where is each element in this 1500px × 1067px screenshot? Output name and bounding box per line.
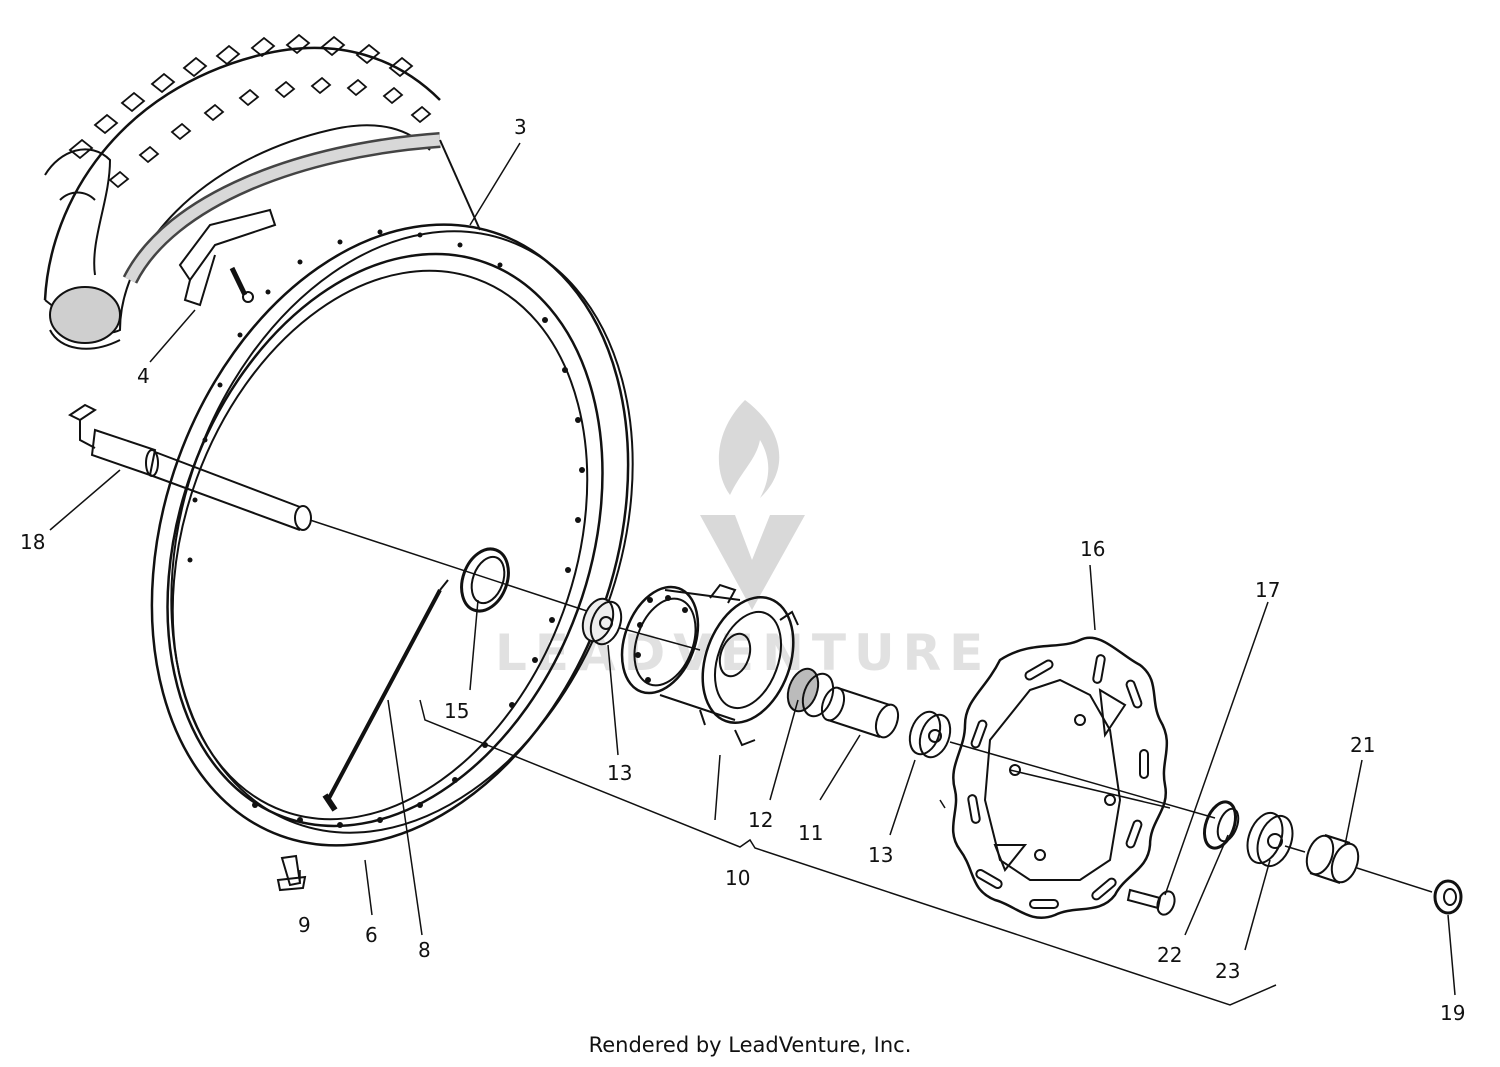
callout-15: 15 — [444, 699, 469, 723]
rim-part-6 — [150, 223, 634, 847]
bearing-part-13a — [581, 597, 623, 646]
callout-19: 19 — [1440, 1001, 1465, 1025]
callout-17: 17 — [1255, 578, 1280, 602]
callout-labels: 3 4 18 15 13 16 17 12 11 13 10 21 9 6 8 … — [20, 115, 1465, 1025]
callout-13a: 13 — [607, 761, 632, 785]
brake-disc-part-16 — [951, 636, 1169, 919]
axle-nut-part-19 — [1433, 879, 1463, 915]
leader-lines — [49, 142, 1456, 1006]
callout-6: 6 — [365, 923, 378, 947]
spoke-part-8 — [322, 579, 449, 812]
callout-4: 4 — [137, 364, 150, 388]
callout-12: 12 — [748, 808, 773, 832]
callout-9: 9 — [298, 913, 311, 937]
callout-8: 8 — [418, 938, 431, 962]
tire-part-3 — [43, 33, 441, 350]
callout-16: 16 — [1080, 537, 1105, 561]
rim-lock-part-4 — [178, 208, 277, 307]
callout-18: 18 — [20, 530, 45, 554]
bearing-part-23 — [1246, 811, 1294, 868]
callout-22: 22 — [1157, 943, 1182, 967]
rim-band — [122, 132, 481, 284]
callout-13b: 13 — [868, 843, 893, 867]
nipple-part-9 — [276, 854, 307, 892]
axle-part-18 — [68, 403, 591, 613]
collar-part-21 — [1305, 834, 1360, 884]
callout-21: 21 — [1350, 733, 1375, 757]
seal-part-15 — [460, 547, 510, 613]
callout-23: 23 — [1215, 959, 1240, 983]
leadventure-watermark: LEADVENTURE — [495, 400, 983, 682]
footer-credit: Rendered by LeadVenture, Inc. — [588, 1033, 912, 1057]
axis-centerline — [619, 627, 1433, 893]
seal-part-22 — [1202, 800, 1240, 850]
callout-3: 3 — [514, 115, 527, 139]
callout-10: 10 — [725, 866, 750, 890]
bearing-part-13b — [908, 710, 952, 759]
bolt-part-17 — [1126, 888, 1176, 916]
collar-part-11 — [820, 686, 900, 739]
callout-11: 11 — [798, 821, 823, 845]
